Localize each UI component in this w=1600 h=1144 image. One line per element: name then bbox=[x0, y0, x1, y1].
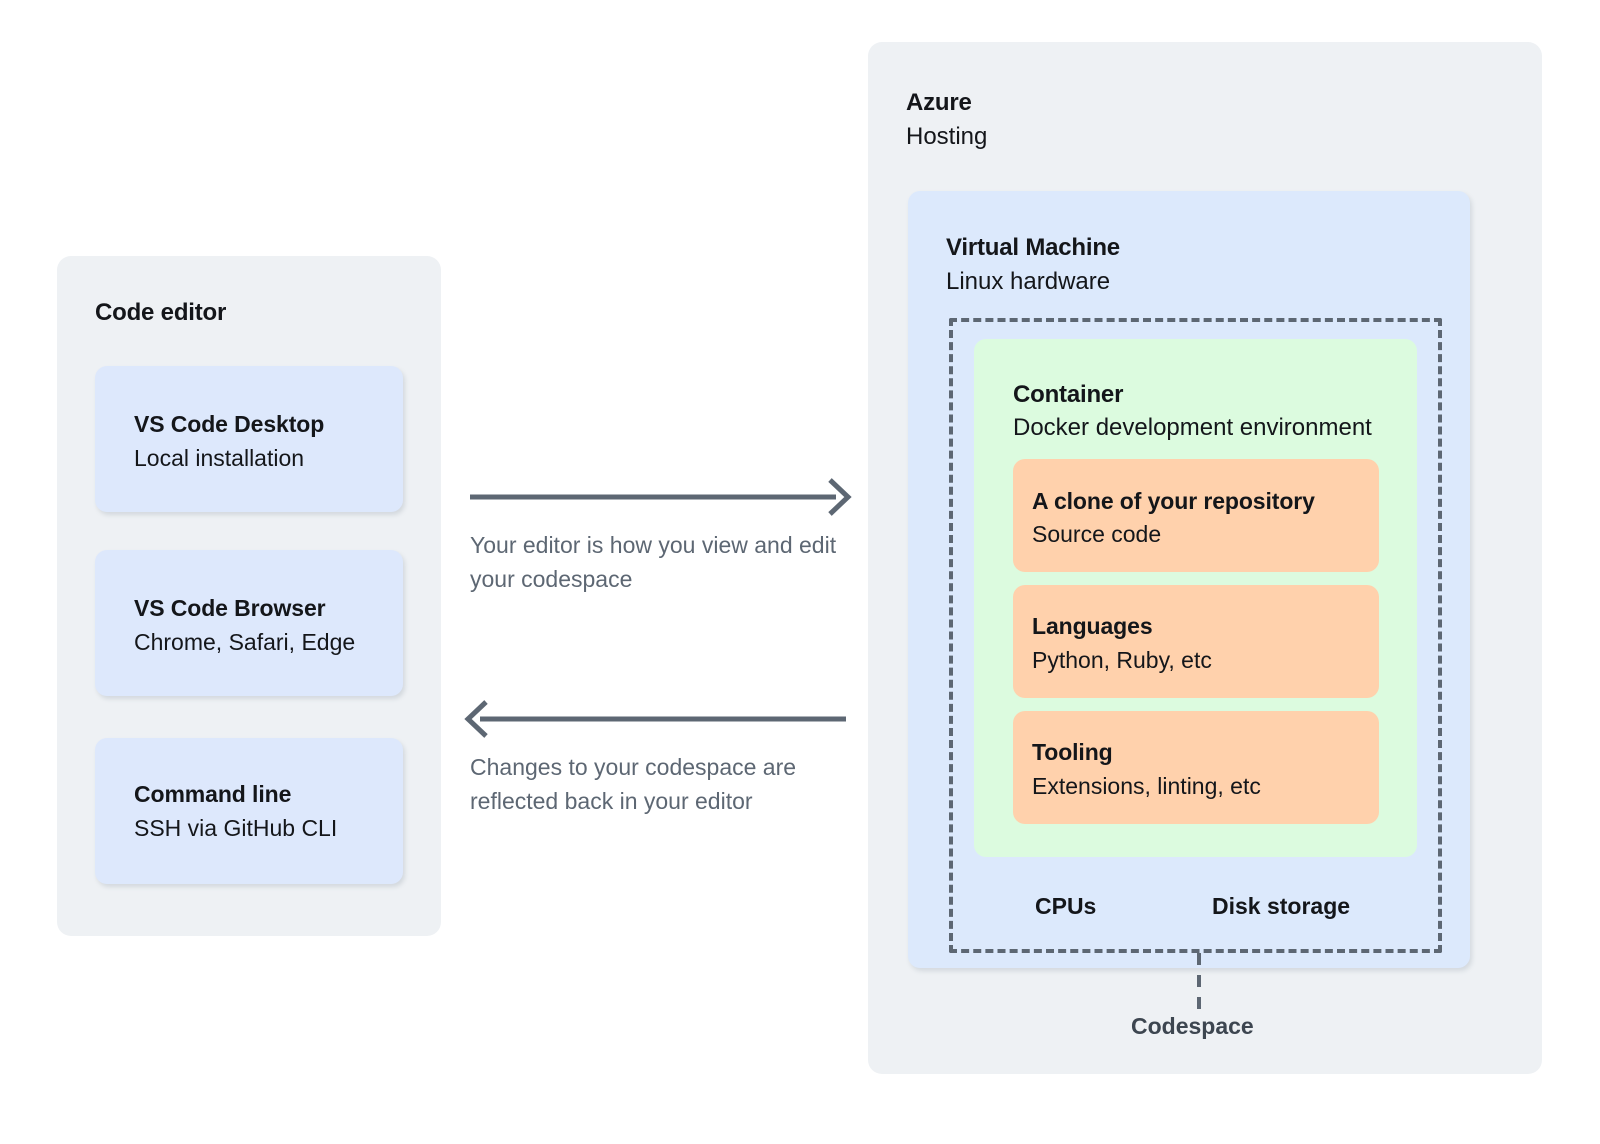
azure-panel-subtitle: Hosting bbox=[906, 123, 988, 150]
arrow-right-caption: Your editor is how you view and edit you… bbox=[470, 532, 837, 592]
hardware-label-disk-storage: Disk storage bbox=[1212, 893, 1351, 919]
azure-panel-title: Azure bbox=[906, 89, 972, 116]
container-item-repository-title: A clone of your repository bbox=[1032, 488, 1315, 514]
arrow-left-caption: Changes to your codespace are reflected … bbox=[470, 754, 797, 814]
container-item-languages-title: Languages bbox=[1032, 613, 1153, 639]
container-title: Container bbox=[1013, 381, 1124, 408]
codespace-leader-line bbox=[1197, 953, 1201, 1009]
hardware-label-cpus: CPUs bbox=[1035, 893, 1097, 919]
container-item-languages[interactable] bbox=[1013, 585, 1379, 698]
container-item-repository-subtitle: Source code bbox=[1032, 521, 1162, 547]
container-item-languages-subtitle: Python, Ruby, etc bbox=[1032, 647, 1212, 673]
container-subtitle: Docker development environment bbox=[1013, 414, 1372, 441]
card-vs-code-desktop-subtitle: Local installation bbox=[134, 445, 305, 471]
arrow-right-head bbox=[828, 478, 852, 516]
card-vs-code-browser-title: VS Code Browser bbox=[134, 595, 326, 621]
card-vs-code-desktop-title: VS Code Desktop bbox=[134, 411, 325, 437]
arrow-left-to-editor bbox=[464, 700, 846, 738]
card-command-line[interactable] bbox=[95, 738, 403, 884]
container-item-tooling-subtitle: Extensions, linting, etc bbox=[1032, 773, 1261, 799]
arrow-left-head bbox=[464, 700, 488, 738]
card-command-line-title: Command line bbox=[134, 781, 292, 807]
virtual-machine-subtitle: Linux hardware bbox=[946, 268, 1111, 295]
codespace-label: Codespace bbox=[1131, 1013, 1254, 1039]
container-item-repository[interactable] bbox=[1013, 459, 1379, 572]
card-vs-code-browser[interactable] bbox=[95, 550, 403, 696]
card-vs-code-browser-subtitle: Chrome, Safari, Edge bbox=[134, 629, 356, 655]
container-item-tooling-title: Tooling bbox=[1032, 739, 1113, 765]
container-item-tooling[interactable] bbox=[1013, 711, 1379, 824]
card-vs-code-desktop[interactable] bbox=[95, 366, 403, 512]
arrow-right-to-azure bbox=[470, 478, 852, 516]
code-editor-panel-title: Code editor bbox=[95, 299, 227, 326]
codespace-dashed-boundary bbox=[949, 318, 1442, 953]
card-command-line-subtitle: SSH via GitHub CLI bbox=[134, 815, 338, 841]
virtual-machine-title: Virtual Machine bbox=[946, 234, 1120, 261]
